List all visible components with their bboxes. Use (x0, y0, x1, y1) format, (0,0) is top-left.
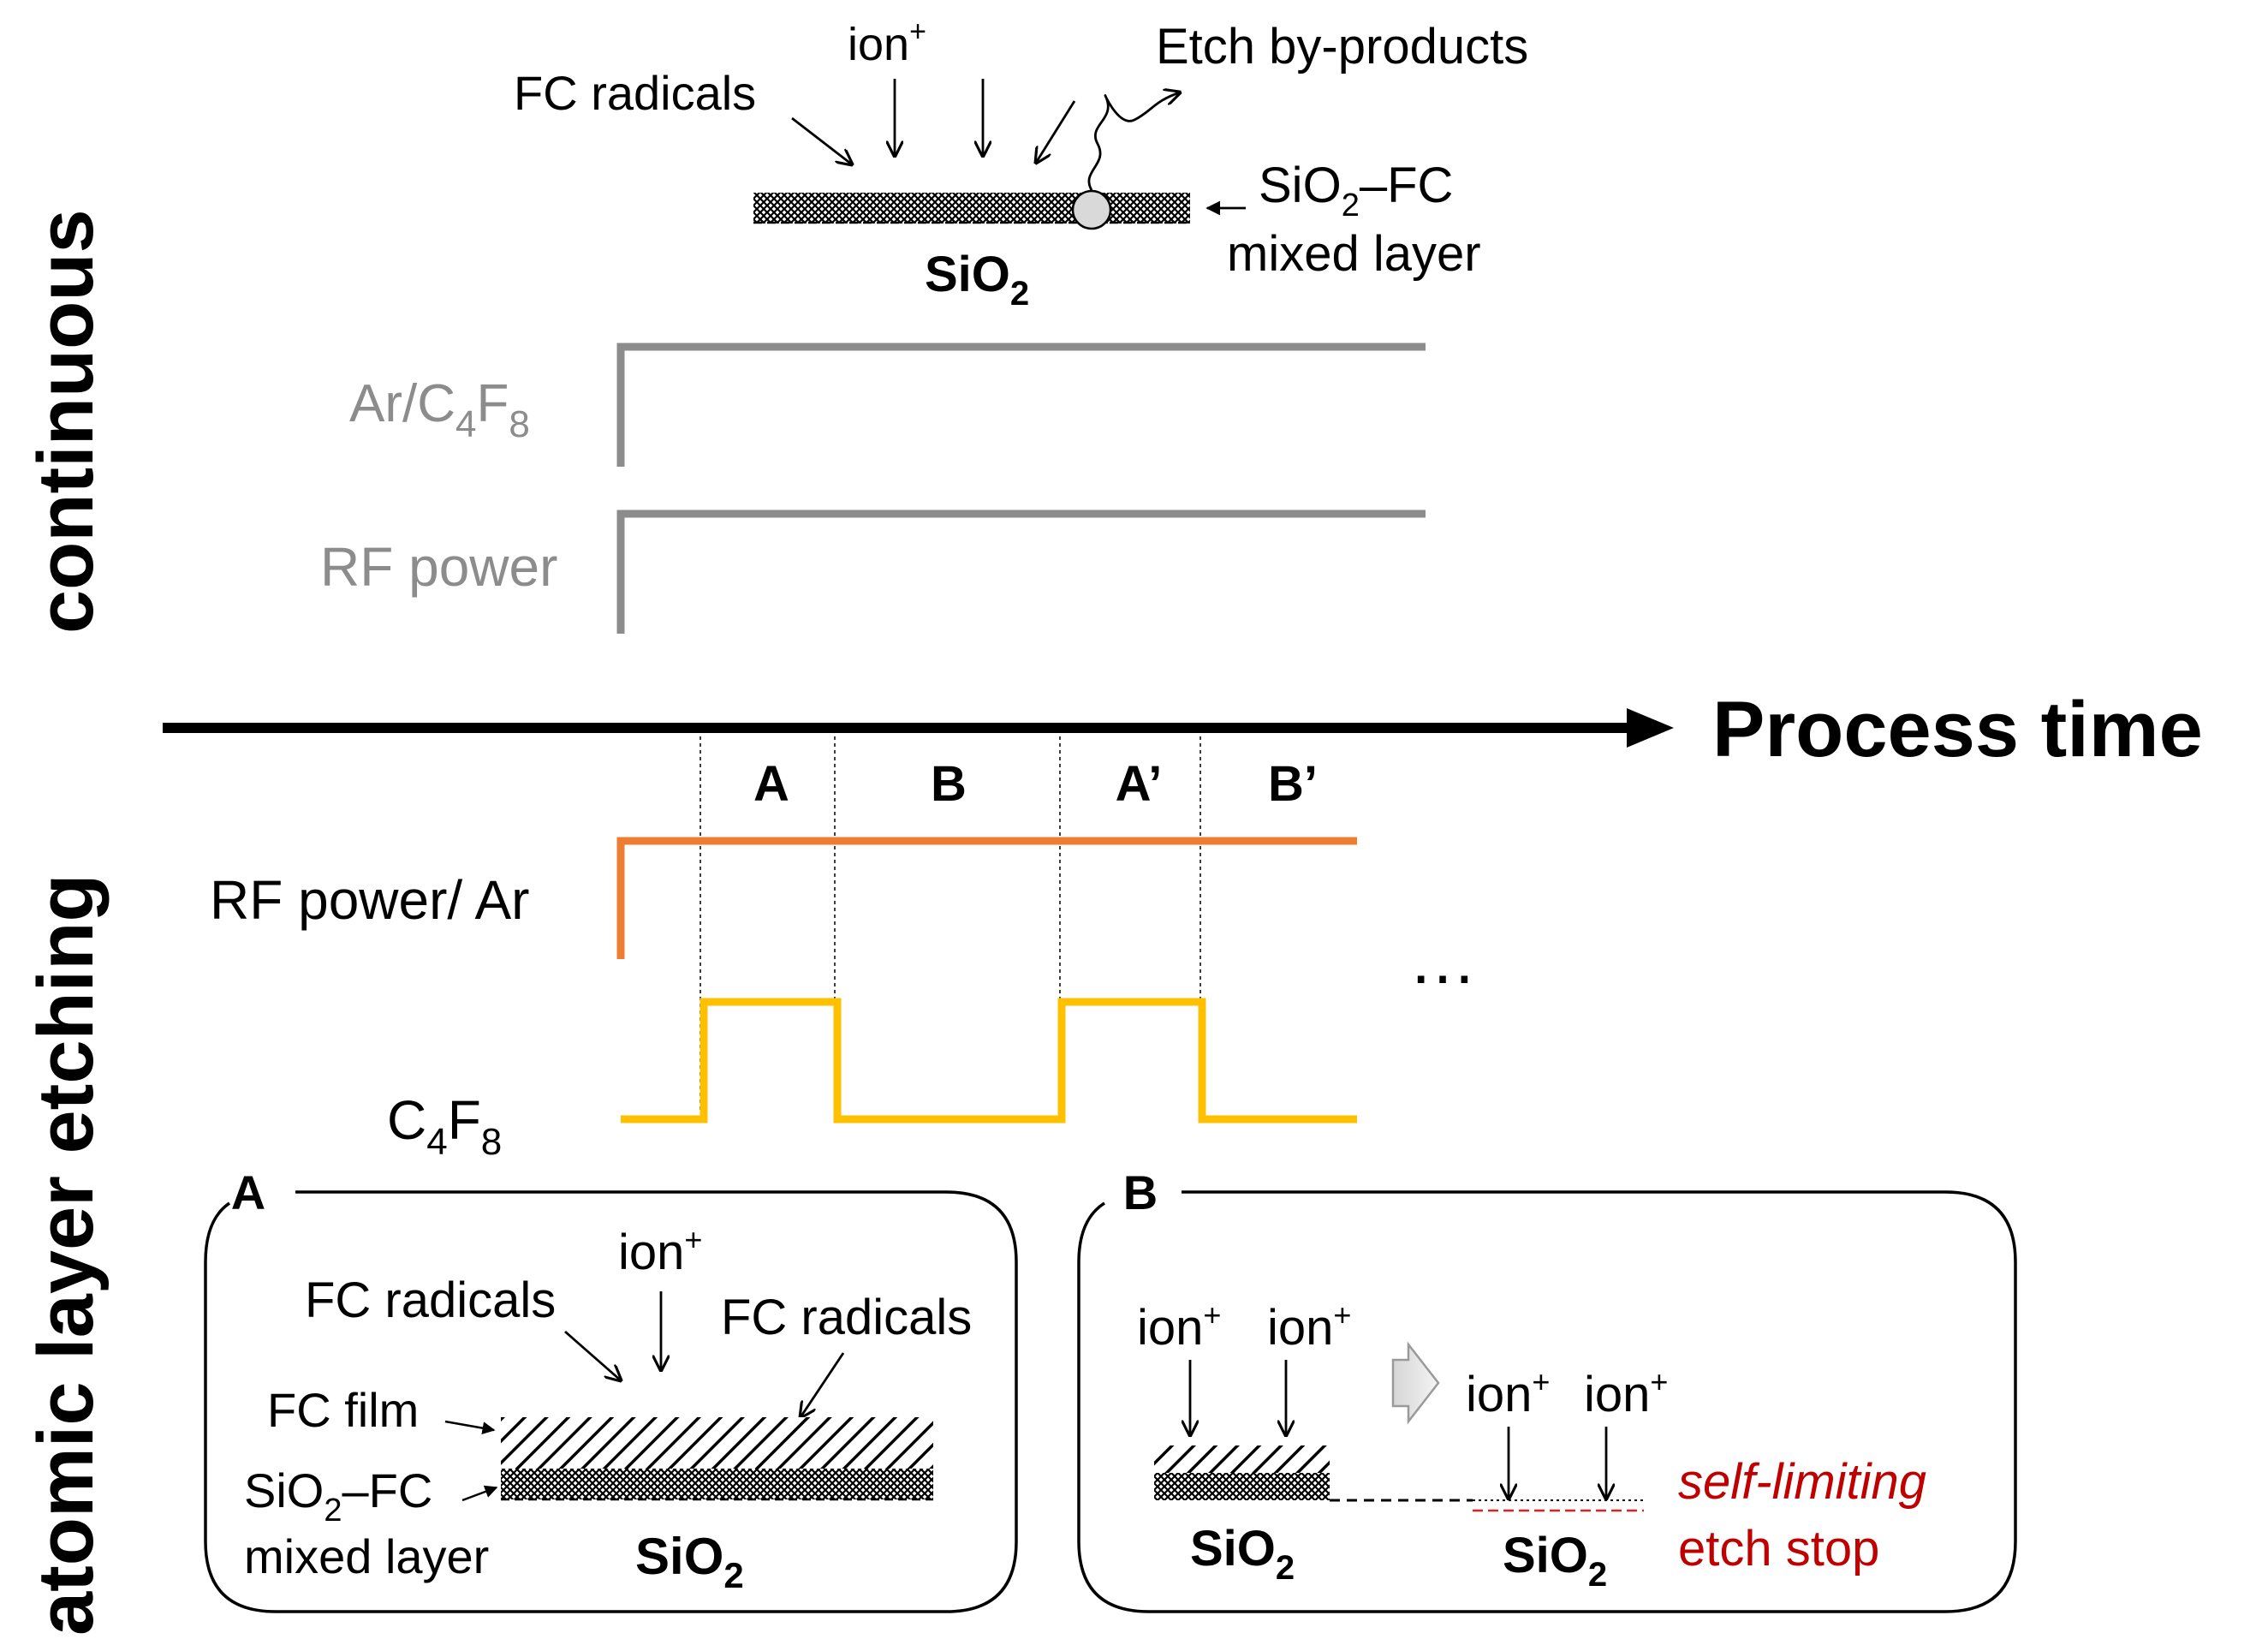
panel-b-self-limiting: self-limiting (1678, 1454, 1926, 1510)
panel-b-etch-stop: etch stop (1678, 1521, 1879, 1576)
panel-a-ion-label: ion+ (618, 1222, 702, 1280)
continuous-byproducts-label: Etch by-products (1156, 19, 1528, 75)
panel-a-letter: A (231, 1165, 265, 1219)
continuous-mixed-layer-label-2: mixed layer (1227, 226, 1481, 282)
side-label-continuous: continuous (22, 209, 110, 634)
axis-arrowhead (1627, 708, 1674, 748)
axis-label: Process time (1712, 686, 2203, 773)
rf-ar-label: RF power/ Ar (210, 869, 529, 931)
continuous-radicals-label: FC radicals (514, 66, 756, 120)
panel-b-process-arrow (1391, 1341, 1440, 1425)
panel-a-radicals-left: FC radicals (305, 1273, 556, 1328)
panel-b-frame (1077, 1190, 2017, 1613)
panel-a-mixed-pointer (461, 1485, 498, 1502)
rf-power-waveform (616, 510, 1426, 634)
side-label-ale: atomic layer etching (22, 873, 110, 1636)
byproduct-particle (1071, 189, 1112, 230)
panel-a-mixed-label-2: mixed layer (244, 1529, 489, 1583)
panel-b-letter: B (1123, 1165, 1158, 1219)
continuous-mixed-layer (753, 193, 1190, 224)
panel-b: B ion+ ion+ SiO2 ion+ ion+ (1077, 1165, 2017, 1613)
panel-a-film-label: FC film (267, 1383, 419, 1437)
rf-power-label: RF power (320, 536, 557, 598)
panel-a-frame (204, 1190, 1018, 1613)
gas-waveform (616, 343, 1426, 467)
panel-a-radical-arrow-right (801, 1352, 845, 1417)
continuous-substrate-label: SiO2 (925, 247, 1029, 313)
c4f8-label: C4F8 (387, 1089, 502, 1163)
phase-label-b-prime: B’ (1268, 756, 1318, 812)
panel-b-substrate-left: SiO2 (1190, 1521, 1295, 1587)
panel-a-film-pointer (444, 1420, 496, 1435)
c4f8-waveform (621, 998, 1357, 1124)
ale-waveforms: RF power/ Ar … C4F8 (210, 837, 1477, 1163)
ellipsis: … (1408, 921, 1477, 998)
continuous-ion-label: ion+ (848, 15, 926, 70)
continuous-schematic: ion+ FC radicals Etch by-products SiO2–F… (514, 15, 1528, 313)
panel-a-fc-film (501, 1417, 933, 1469)
panel-b-fc-film (1154, 1445, 1330, 1473)
panel-b-ion-label-4: ion+ (1584, 1364, 1668, 1422)
continuous-waveforms: Ar/C4F8 RF power (320, 343, 1426, 634)
panel-a-radical-arrow-left (564, 1330, 621, 1380)
phase-label-b: B (931, 756, 967, 812)
panel-b-substrate-right: SiO2 (1503, 1528, 1607, 1594)
panel-b-ion-label-1: ion+ (1137, 1297, 1221, 1356)
panel-b-ion-label-3: ion+ (1466, 1364, 1550, 1422)
process-time-axis: Process time (163, 686, 2203, 773)
gas-label: Ar/C4F8 (349, 374, 530, 445)
ale-phase-dividers (699, 730, 1201, 1113)
byproduct-wavy-arrow (1087, 92, 1180, 191)
phase-label-a: A (753, 756, 789, 812)
continuous-radical-arrow-right (1036, 100, 1076, 163)
rf-ar-waveform (616, 837, 1357, 959)
phase-label-a-prime: A’ (1116, 756, 1163, 812)
panel-a-substrate: SiO2 (635, 1528, 744, 1595)
continuous-radical-arrow-left (791, 116, 852, 164)
panel-b-mixed-layer (1154, 1473, 1330, 1500)
panel-a-radicals-right: FC radicals (721, 1290, 972, 1345)
panel-a: A ion+ FC radicals FC radicals FC film S… (204, 1165, 1018, 1613)
continuous-mixed-layer-label-1: SiO2–FC (1259, 158, 1453, 224)
panel-a-mixed-label-1: SiO2–FC (244, 1463, 432, 1529)
panel-a-mixed-layer (501, 1469, 933, 1499)
panel-b-ion-label-2: ion+ (1267, 1297, 1351, 1356)
